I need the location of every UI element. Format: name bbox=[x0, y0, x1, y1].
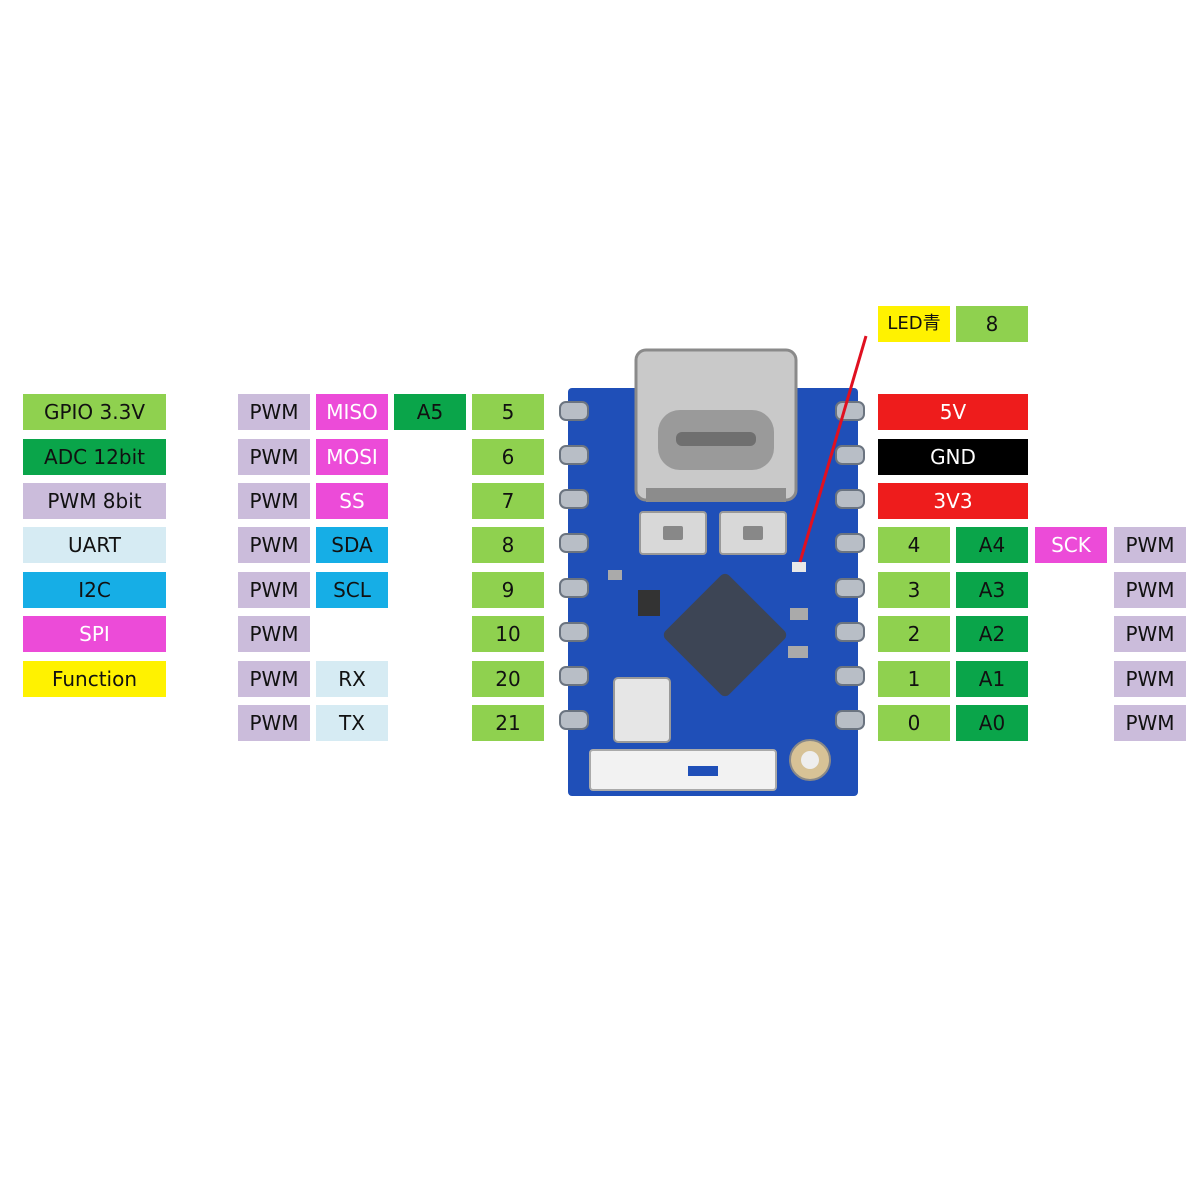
mcu-chip bbox=[663, 573, 787, 697]
legend-i2c: I2C bbox=[23, 572, 166, 608]
right-pin-adc: A2 bbox=[956, 616, 1028, 652]
left-pin-gpio: 5 bbox=[472, 394, 544, 430]
led-label: LED青 bbox=[878, 306, 950, 342]
legend-pwm: PWM 8bit bbox=[23, 483, 166, 519]
right-pin-gpio: 1 bbox=[878, 661, 950, 697]
legend-gpio: GPIO 3.3V bbox=[23, 394, 166, 430]
left-pin-adc: A5 bbox=[394, 394, 466, 430]
left-pin-function: SDA bbox=[316, 527, 388, 563]
right-pin-gpio: 0 bbox=[878, 705, 950, 741]
ceramic-antenna bbox=[589, 749, 777, 791]
right-pin-adc: A0 bbox=[956, 705, 1028, 741]
left-pin-gpio: 7 bbox=[472, 483, 544, 519]
left-pin-pwm: PWM bbox=[238, 483, 310, 519]
left-pin-function: MISO bbox=[316, 394, 388, 430]
legend-spi: SPI bbox=[23, 616, 166, 652]
legend-adc: ADC 12bit bbox=[23, 439, 166, 475]
left-pin-function: SS bbox=[316, 483, 388, 519]
left-pin-gpio: 9 bbox=[472, 572, 544, 608]
left-pin-function: SCL bbox=[316, 572, 388, 608]
left-pin-function: TX bbox=[316, 705, 388, 741]
left-pin-function: MOSI bbox=[316, 439, 388, 475]
left-pin-pwm: PWM bbox=[238, 705, 310, 741]
left-pads bbox=[559, 401, 589, 730]
left-pin-pwm: PWM bbox=[238, 527, 310, 563]
left-pin-pwm: PWM bbox=[238, 661, 310, 697]
right-pin-pwm: PWM bbox=[1114, 527, 1186, 563]
right-pin-pwm: PWM bbox=[1114, 572, 1186, 608]
right-pin-gpio: 3 bbox=[878, 572, 950, 608]
led-gpio: 8 bbox=[956, 306, 1028, 342]
led-component bbox=[792, 562, 806, 572]
left-pin-gpio: 8 bbox=[472, 527, 544, 563]
right-pin-adc: A4 bbox=[956, 527, 1028, 563]
left-pin-pwm: PWM bbox=[238, 616, 310, 652]
left-pin-gpio: 20 bbox=[472, 661, 544, 697]
left-pin-gpio: 10 bbox=[472, 616, 544, 652]
right-pin-function: SCK bbox=[1035, 527, 1107, 563]
board-illustration bbox=[559, 348, 865, 796]
crystal bbox=[613, 677, 671, 743]
right-pin-pwm: PWM bbox=[1114, 705, 1186, 741]
left-pin-pwm: PWM bbox=[238, 439, 310, 475]
left-pin-gpio: 21 bbox=[472, 705, 544, 741]
right-pin-gpio: 2 bbox=[878, 616, 950, 652]
right-pin-pwm: PWM bbox=[1114, 661, 1186, 697]
right-pin-gpio: 4 bbox=[878, 527, 950, 563]
right-pin-power: 5V bbox=[878, 394, 1028, 430]
left-pin-pwm: PWM bbox=[238, 394, 310, 430]
right-pin-adc: A1 bbox=[956, 661, 1028, 697]
right-pin-power: 3V3 bbox=[878, 483, 1028, 519]
left-pin-function: RX bbox=[316, 661, 388, 697]
left-pin-pwm: PWM bbox=[238, 572, 310, 608]
legend-function: Function bbox=[23, 661, 166, 697]
legend-uart: UART bbox=[23, 527, 166, 563]
right-pin-pwm: PWM bbox=[1114, 616, 1186, 652]
right-pin-adc: A3 bbox=[956, 572, 1028, 608]
left-pin-gpio: 6 bbox=[472, 439, 544, 475]
right-pin-ground: GND bbox=[878, 439, 1028, 475]
